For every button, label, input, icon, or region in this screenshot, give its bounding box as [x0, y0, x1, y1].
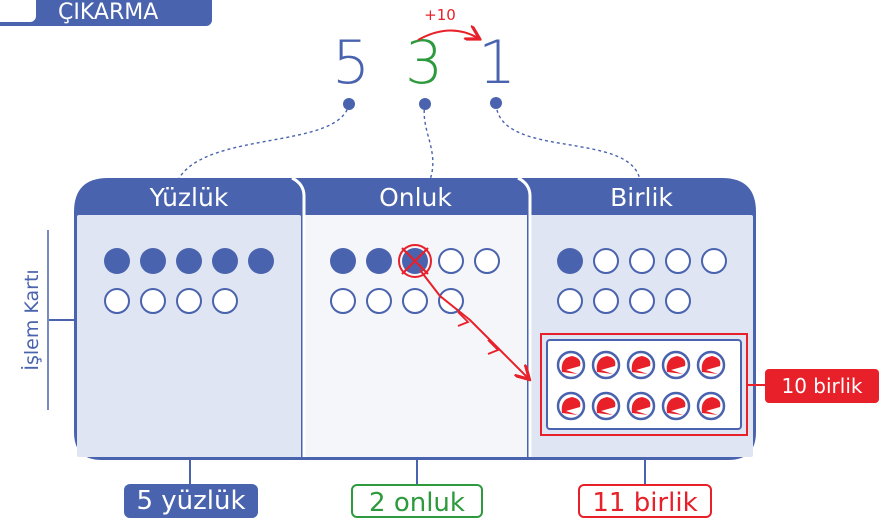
connector-ones — [495, 103, 641, 181]
red-scribble — [631, 356, 651, 374]
column-header-tens: Onluk — [379, 183, 452, 212]
counter-empty — [665, 248, 691, 274]
header-divider-1 — [291, 176, 306, 457]
red-scribble — [666, 356, 686, 374]
red-scribble — [701, 397, 721, 415]
counter-filled — [330, 248, 356, 274]
red-scribble — [561, 356, 581, 374]
carry-label: +10 — [424, 6, 456, 24]
counter-empty — [629, 288, 655, 314]
counter-filled — [557, 248, 583, 274]
connector-tens — [423, 103, 434, 181]
tens-counters — [330, 244, 500, 314]
column-header-ones: Birlik — [610, 183, 673, 212]
title-badge: ÇIKARMA — [0, 0, 212, 26]
side-label: İşlem Kartı — [20, 269, 43, 370]
group-label: 10 birlik — [781, 374, 863, 398]
result-hundreds: 5 yüzlük — [124, 484, 258, 518]
counter-empty — [176, 288, 202, 314]
counter-empty — [701, 248, 727, 274]
cross-mark — [401, 247, 429, 275]
ones-counters — [557, 248, 727, 314]
group-label-box — [765, 369, 879, 403]
column-header-hundreds: Yüzlük — [149, 183, 229, 212]
connector-hundreds — [177, 103, 350, 181]
counter-filled — [248, 248, 274, 274]
hundreds-counters — [104, 248, 274, 314]
pencil-icon — [0, 0, 38, 24]
panel-hundreds — [77, 215, 301, 457]
digit-tens: 3 — [405, 28, 444, 98]
red-scribble — [561, 397, 581, 415]
red-scribble — [701, 356, 721, 374]
result-tens: 2 onluk — [351, 484, 483, 518]
counter-empty — [665, 288, 691, 314]
counter-filled — [176, 248, 202, 274]
red-scribble — [666, 397, 686, 415]
cross-ring — [398, 244, 432, 278]
red-scribble — [596, 397, 616, 415]
regroup-arrow-tick — [487, 339, 500, 355]
counter-empty — [366, 288, 392, 314]
counter-empty — [438, 248, 464, 274]
counter-empty — [557, 288, 583, 314]
counter-filled — [366, 248, 392, 274]
regroup-arrow-tick — [457, 311, 470, 327]
counter-empty — [330, 288, 356, 314]
counter-empty — [474, 248, 500, 274]
header-divider-2 — [517, 176, 532, 457]
counter-empty — [212, 288, 238, 314]
red-scribble — [596, 356, 616, 374]
counter-empty — [140, 288, 166, 314]
counter-empty — [593, 248, 619, 274]
counter-empty — [438, 288, 464, 314]
title-text: ÇIKARMA — [58, 0, 159, 25]
counter-filled — [140, 248, 166, 274]
counter-filled — [104, 248, 130, 274]
result-ones: 11 birlik — [578, 484, 712, 518]
digit-ones: 1 — [478, 28, 517, 98]
red-scribble — [631, 397, 651, 415]
counter-empty — [629, 248, 655, 274]
panel-hundreds-corner — [77, 430, 301, 457]
carry-arrow — [417, 30, 478, 41]
counter-filled — [212, 248, 238, 274]
regrouped-fills — [561, 356, 721, 415]
counter-empty — [104, 288, 130, 314]
panel-ones-corner — [530, 430, 753, 457]
counter-empty — [402, 288, 428, 314]
counter-empty — [593, 288, 619, 314]
regroup-arrow — [419, 269, 528, 378]
digit-hundreds: 5 — [332, 28, 371, 98]
digit-dot-ones — [490, 97, 502, 109]
